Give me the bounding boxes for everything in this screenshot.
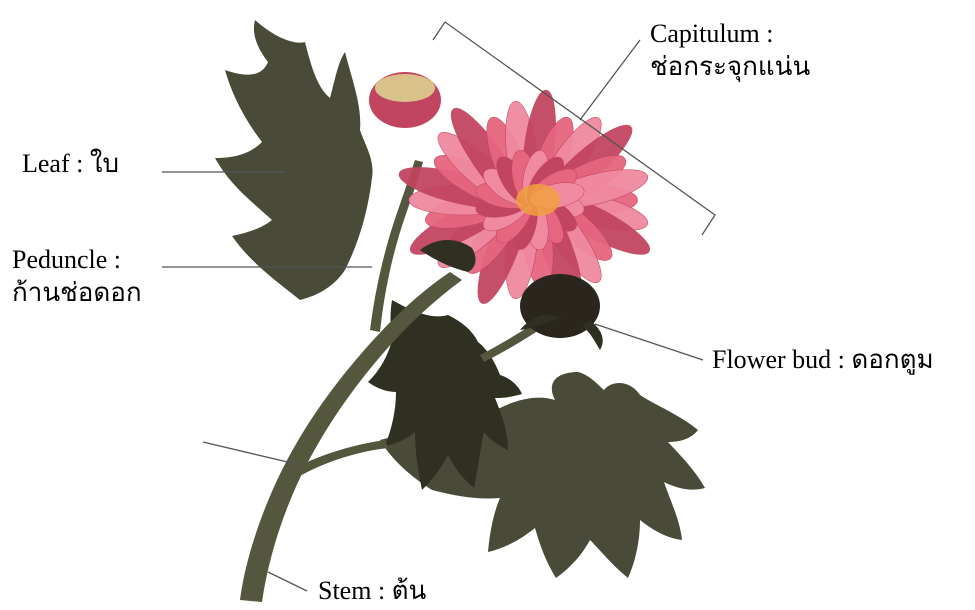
capitulum-label-en: Capitulum : bbox=[650, 18, 810, 51]
small-bud-top bbox=[369, 72, 441, 128]
leaf-upper bbox=[215, 20, 373, 300]
stem-label-text: Stem : ต้น bbox=[318, 575, 426, 608]
stem-leader bbox=[268, 572, 307, 591]
peduncle-label-th: ก้านช่อดอก bbox=[12, 277, 142, 310]
flower-bud-label-text: Flower bud : ดอกตูม bbox=[712, 344, 934, 377]
peduncle-label-en: Peduncle : bbox=[12, 244, 142, 277]
stem-label: Stem : ต้น bbox=[318, 575, 426, 608]
branch-leader bbox=[203, 442, 300, 465]
capitulum-flower bbox=[396, 88, 657, 308]
flower-bud bbox=[520, 274, 603, 350]
capitulum-leader bbox=[580, 40, 640, 120]
flower-bud-leader bbox=[595, 324, 703, 360]
capitulum-label-th: ช่อกระจุกแน่น bbox=[650, 51, 810, 84]
capitulum-label: Capitulum : ช่อกระจุกแน่น bbox=[650, 18, 810, 83]
flower-bud-label: Flower bud : ดอกตูม bbox=[712, 344, 934, 377]
peduncle-label: Peduncle : ก้านช่อดอก bbox=[12, 244, 142, 309]
leaf-label: Leaf : ใบ bbox=[22, 148, 119, 181]
leaf-label-text: Leaf : ใบ bbox=[22, 148, 119, 181]
